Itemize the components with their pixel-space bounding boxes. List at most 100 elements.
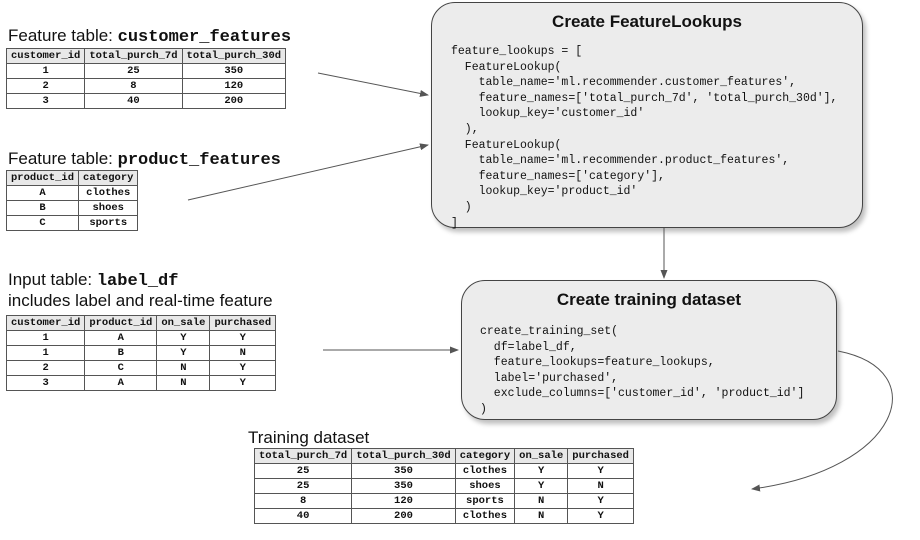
column-header: on_sale xyxy=(156,315,211,331)
table-cell: 3 xyxy=(5,375,86,391)
table-cell: clothes xyxy=(78,185,139,201)
column-header: category xyxy=(454,448,516,464)
create-feature-lookups-title: Create FeatureLookups xyxy=(552,12,742,31)
table-cell: N xyxy=(209,345,277,361)
feature-lookups-code: feature_lookups = [ FeatureLookup( table… xyxy=(451,45,838,230)
heading-prefix: Feature table: xyxy=(8,149,118,168)
table-cell: 120 xyxy=(351,493,456,509)
table-cell: 25 xyxy=(253,463,353,479)
create-training-dataset-title: Create training dataset xyxy=(556,290,742,309)
table-cell: 25 xyxy=(253,478,353,494)
column-header: total_purch_7d xyxy=(84,48,183,64)
table-cell: shoes xyxy=(78,200,139,216)
table-cell: C xyxy=(5,215,80,231)
table-cell: 350 xyxy=(351,478,456,494)
table-cell: C xyxy=(84,360,158,376)
table-cell: N xyxy=(514,493,569,509)
table-cell: N xyxy=(156,360,211,376)
table-cell: 1 xyxy=(5,63,86,79)
table-cell: 350 xyxy=(351,463,456,479)
table-cell: Y xyxy=(514,478,569,494)
column-header: category xyxy=(78,170,139,186)
column-header: product_id xyxy=(84,315,158,331)
column-header: total_purch_7d xyxy=(253,448,353,464)
column-header: total_purch_30d xyxy=(351,448,456,464)
arrow-customer-to-lookups xyxy=(317,72,429,97)
column-header: purchased xyxy=(209,315,277,331)
table-name: customer_features xyxy=(117,28,292,47)
label-df-subheading: includes label and real-time feature xyxy=(8,291,273,310)
table-name: label_df xyxy=(96,272,179,291)
table-cell: sports xyxy=(454,493,516,509)
table-cell: Y xyxy=(209,375,277,391)
table-cell: A xyxy=(84,330,158,346)
table-cell: 8 xyxy=(84,78,183,94)
table-cell: N xyxy=(156,375,211,391)
table-cell: 200 xyxy=(351,508,456,524)
product-features-heading: Feature table: product_features xyxy=(8,149,281,171)
column-header: on_sale xyxy=(514,448,569,464)
table-cell: 200 xyxy=(181,93,287,109)
table-cell: B xyxy=(84,345,158,361)
table-cell: sports xyxy=(78,215,139,231)
table-cell: Y xyxy=(567,508,634,524)
table-cell: 1 xyxy=(5,330,86,346)
table-cell: Y xyxy=(209,330,277,346)
create-feature-lookups-box: Create FeatureLookups feature_lookups = … xyxy=(431,2,863,230)
table-cell: 1 xyxy=(5,345,86,361)
column-header: total_purch_30d xyxy=(181,48,287,64)
table-cell: 350 xyxy=(181,63,287,79)
table-cell: Y xyxy=(209,360,277,376)
table-cell: 40 xyxy=(84,93,183,109)
create-training-dataset-box: Create training dataset create_training_… xyxy=(461,280,837,420)
column-header: product_id xyxy=(5,170,80,186)
table-cell: Y xyxy=(567,463,634,479)
table-cell: Y xyxy=(156,330,211,346)
table-name: product_features xyxy=(117,151,281,170)
table-cell: 3 xyxy=(5,93,86,109)
heading-prefix: Input table: xyxy=(8,270,97,289)
table-cell: B xyxy=(5,200,80,216)
table-cell: N xyxy=(567,478,634,494)
table-cell: clothes xyxy=(454,463,516,479)
customer-features-heading: Feature table: customer_features xyxy=(8,26,291,48)
table-cell: 2 xyxy=(5,78,86,94)
table-cell: shoes xyxy=(454,478,516,494)
table-cell: 2 xyxy=(5,360,86,376)
label-df-heading: Input table: label_df xyxy=(8,270,178,292)
table-cell: Y xyxy=(156,345,211,361)
column-header: customer_id xyxy=(5,315,86,331)
table-cell: 8 xyxy=(253,493,353,509)
table-cell: A xyxy=(5,185,80,201)
column-header: customer_id xyxy=(5,48,86,64)
table-cell: 25 xyxy=(84,63,183,79)
table-cell: Y xyxy=(567,493,634,509)
table-cell: N xyxy=(514,508,569,524)
heading-prefix: Feature table: xyxy=(8,26,118,45)
table-cell: 40 xyxy=(253,508,353,524)
table-cell: Y xyxy=(514,463,569,479)
create-training-set-code: create_training_set( df=label_df, featur… xyxy=(480,325,805,416)
table-cell: 120 xyxy=(181,78,287,94)
table-cell: clothes xyxy=(454,508,516,524)
